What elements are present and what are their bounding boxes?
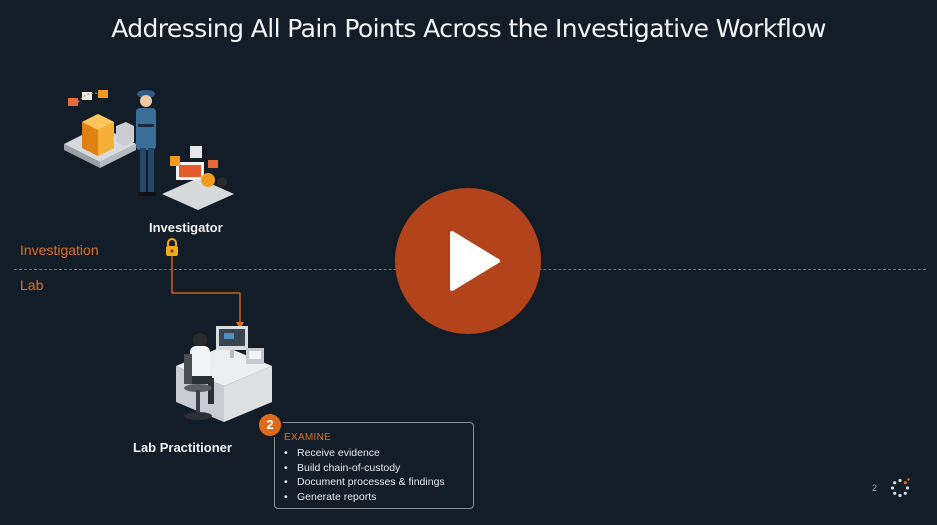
- list-item: Document processes & findings: [284, 475, 445, 490]
- examine-info-box: [274, 422, 474, 509]
- list-item: Build chain-of-custody: [284, 461, 445, 476]
- slide-title: Addressing All Pain Points Across the In…: [111, 14, 826, 43]
- lab-practitioner-label: Lab Practitioner: [133, 440, 232, 455]
- play-button[interactable]: [395, 188, 541, 334]
- examine-list: Receive evidence Build chain-of-custody …: [284, 446, 445, 504]
- list-item: Receive evidence: [284, 446, 445, 461]
- spinner-logo-icon: [890, 478, 910, 498]
- step-badge: 2: [259, 414, 281, 436]
- zone-label-investigation: Investigation: [20, 242, 99, 258]
- lock-icon: [166, 238, 178, 256]
- play-icon: [450, 231, 500, 291]
- list-item: Generate reports: [284, 490, 445, 505]
- investigator-illustration: [64, 90, 234, 210]
- investigator-label: Investigator: [149, 220, 223, 235]
- examine-heading: EXAMINE: [284, 432, 332, 443]
- zone-label-lab: Lab: [20, 277, 44, 293]
- page-number: 2: [872, 483, 878, 493]
- lab-practitioner-illustration: [176, 326, 272, 422]
